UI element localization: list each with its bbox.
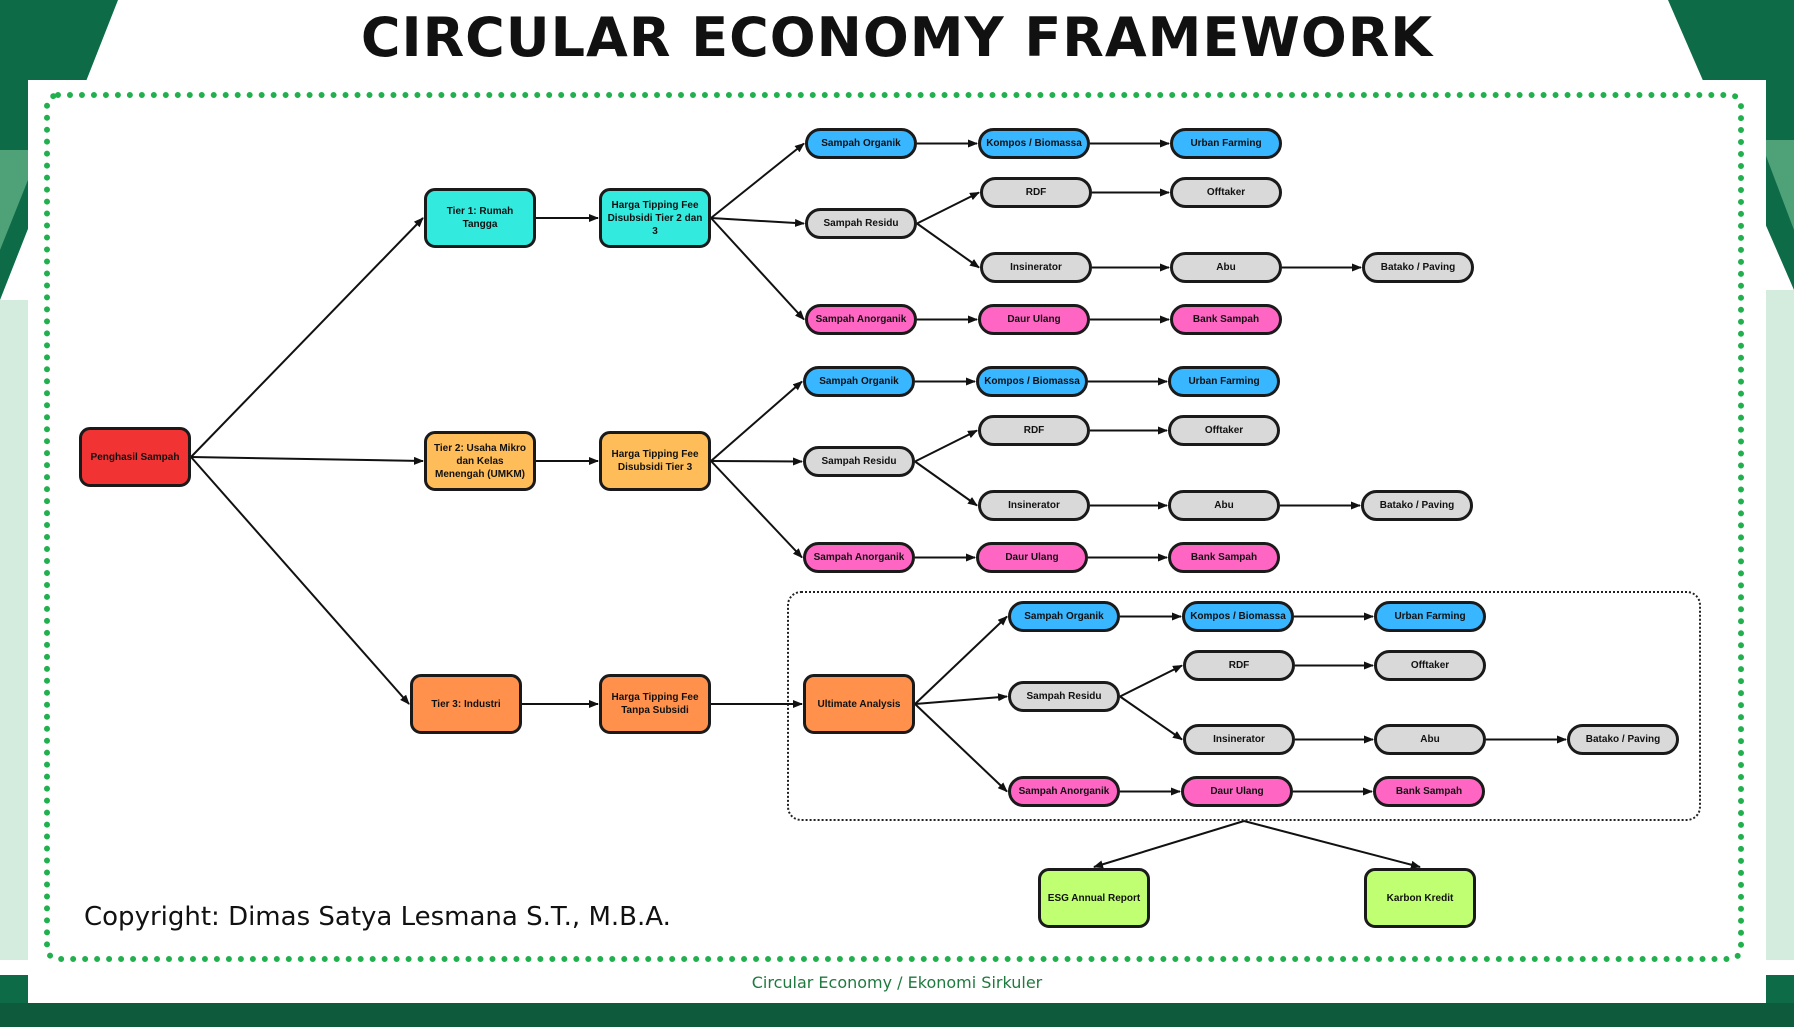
node-tier1-offtaker[interactable]: Offtaker	[1170, 177, 1282, 208]
arrow-tier1-sampah-residu-to-tier1-rdf	[916, 191, 980, 225]
node-tier3-sampah-organik[interactable]: Sampah Organik	[1008, 601, 1120, 632]
node-tier1-sampah-anorganik[interactable]: Sampah Anorganik	[805, 304, 917, 335]
node-ultimate-analysis[interactable]: Ultimate Analysis	[803, 674, 915, 734]
copyright-text: Copyright: Dimas Satya Lesmana S.T., M.B…	[84, 902, 671, 932]
arrow-tier2-sampah-residu-to-tier2-rdf	[914, 429, 978, 463]
node-tier3-kompos-biomassa[interactable]: Kompos / Biomassa	[1182, 601, 1294, 632]
arrow-tier1-tipping-fee-to-tier1-sampah-anorganik	[710, 217, 805, 321]
node-tier2-sampah-residu[interactable]: Sampah Residu	[803, 446, 915, 477]
node-tier2-umkm[interactable]: Tier 2: Usaha Mikro dan Kelas Menengah (…	[424, 431, 536, 491]
arrow-source-to-tier2	[190, 456, 424, 465]
node-tier1-sampah-residu[interactable]: Sampah Residu	[805, 208, 917, 239]
framework-border	[44, 92, 1744, 962]
arrow-tier2-tipping-fee-to-tier2-sampah-anorganik	[710, 460, 803, 559]
node-tier2-daur-ulang[interactable]: Daur Ulang	[976, 542, 1088, 573]
node-tier1-daur-ulang[interactable]: Daur Ulang	[978, 304, 1090, 335]
node-tier1-kompos-biomassa[interactable]: Kompos / Biomassa	[978, 128, 1090, 159]
node-tier2-abu[interactable]: Abu	[1168, 490, 1280, 521]
node-tier2-bank-sampah[interactable]: Bank Sampah	[1168, 542, 1280, 573]
page-title: CIRCULAR ECONOMY FRAMEWORK	[360, 6, 1434, 69]
node-tier3-batako-paving[interactable]: Batako / Paving	[1567, 724, 1679, 755]
arrow-tier2-tipping-fee-to-tier2-sampah-organik	[710, 380, 803, 462]
arrow-tier1-tipping-fee-to-tier1-sampah-residu	[710, 217, 805, 227]
arrow-ultimate-analysis-to-tier3-sampah-anorganik	[914, 703, 1008, 793]
bg-left-band	[0, 300, 28, 960]
footer-caption: Circular Economy / Ekonomi Sirkuler	[751, 973, 1043, 992]
arrow-tier1-sampah-residu-to-tier1-insinerator	[916, 222, 980, 269]
node-tier2-urban-farming[interactable]: Urban Farming	[1168, 366, 1280, 397]
arrow-ultimate-analysis-to-tier3-sampah-residu	[914, 693, 1008, 705]
node-tier3-offtaker[interactable]: Offtaker	[1374, 650, 1486, 681]
node-tier2-batako-paving[interactable]: Batako / Paving	[1361, 490, 1473, 521]
node-tier1-rdf[interactable]: RDF	[980, 177, 1092, 208]
node-tier3-bank-sampah[interactable]: Bank Sampah	[1373, 776, 1485, 807]
node-tier1-insinerator[interactable]: Insinerator	[980, 252, 1092, 283]
node-esg-annual-report[interactable]: ESG Annual Report	[1038, 868, 1150, 928]
node-tier2-sampah-organik[interactable]: Sampah Organik	[803, 366, 915, 397]
node-tier2-kompos-biomassa[interactable]: Kompos / Biomassa	[976, 366, 1088, 397]
node-tier2-tipping-fee[interactable]: Harga Tipping Fee Disubsidi Tier 3	[599, 431, 711, 491]
node-tier3-tipping-fee[interactable]: Harga Tipping Fee Tanpa Subsidi	[599, 674, 711, 734]
bg-bottom-strip	[0, 1003, 1794, 1027]
arrow-ultimate-analysis-to-tier3-sampah-organik	[914, 615, 1008, 705]
node-karbon-kredit[interactable]: Karbon Kredit	[1364, 868, 1476, 928]
node-tier2-sampah-anorganik[interactable]: Sampah Anorganik	[803, 542, 915, 573]
node-tier1-bank-sampah[interactable]: Bank Sampah	[1170, 304, 1282, 335]
node-tier2-insinerator[interactable]: Insinerator	[978, 490, 1090, 521]
industry-analysis-group	[787, 591, 1701, 821]
arrow-tier3-sampah-residu-to-tier3-rdf	[1119, 664, 1183, 698]
node-tier2-offtaker[interactable]: Offtaker	[1168, 415, 1280, 446]
arrow-source-to-tier1	[190, 217, 424, 458]
node-tier1-batako-paving[interactable]: Batako / Paving	[1362, 252, 1474, 283]
node-tier3-urban-farming[interactable]: Urban Farming	[1374, 601, 1486, 632]
arrow-tier1-tipping-fee-to-tier1-sampah-organik	[710, 142, 805, 219]
node-tier3-industri[interactable]: Tier 3: Industri	[410, 674, 522, 734]
arrow-group-to-esg-report	[1093, 820, 1245, 869]
arrow-tier2-sampah-residu-to-tier2-insinerator	[914, 460, 978, 507]
bg-right-band	[1766, 290, 1794, 960]
node-tier3-sampah-residu[interactable]: Sampah Residu	[1008, 681, 1120, 712]
arrow-group-to-karbon-kredit	[1243, 820, 1421, 869]
arrow-tier3-sampah-residu-to-tier3-insinerator	[1119, 695, 1183, 741]
arrow-tier2-tipping-fee-to-tier2-sampah-residu	[710, 457, 803, 466]
bg-corner-right-accent	[1760, 140, 1794, 230]
node-tier1-abu[interactable]: Abu	[1170, 252, 1282, 283]
node-tier3-sampah-anorganik[interactable]: Sampah Anorganik	[1008, 776, 1120, 807]
node-tier1-urban-farming[interactable]: Urban Farming	[1170, 128, 1282, 159]
node-tier3-daur-ulang[interactable]: Daur Ulang	[1181, 776, 1293, 807]
node-tier1-sampah-organik[interactable]: Sampah Organik	[805, 128, 917, 159]
node-penghasil-sampah[interactable]: Penghasil Sampah	[79, 427, 191, 487]
node-tier3-abu[interactable]: Abu	[1374, 724, 1486, 755]
arrow-source-to-tier3	[190, 456, 410, 705]
node-tier1-tipping-fee[interactable]: Harga Tipping Fee Disubsidi Tier 2 dan 3	[599, 188, 711, 248]
node-tier3-insinerator[interactable]: Insinerator	[1183, 724, 1295, 755]
node-tier2-rdf[interactable]: RDF	[978, 415, 1090, 446]
node-tier3-rdf[interactable]: RDF	[1183, 650, 1295, 681]
node-tier1-rumah-tangga[interactable]: Tier 1: Rumah Tangga	[424, 188, 536, 248]
